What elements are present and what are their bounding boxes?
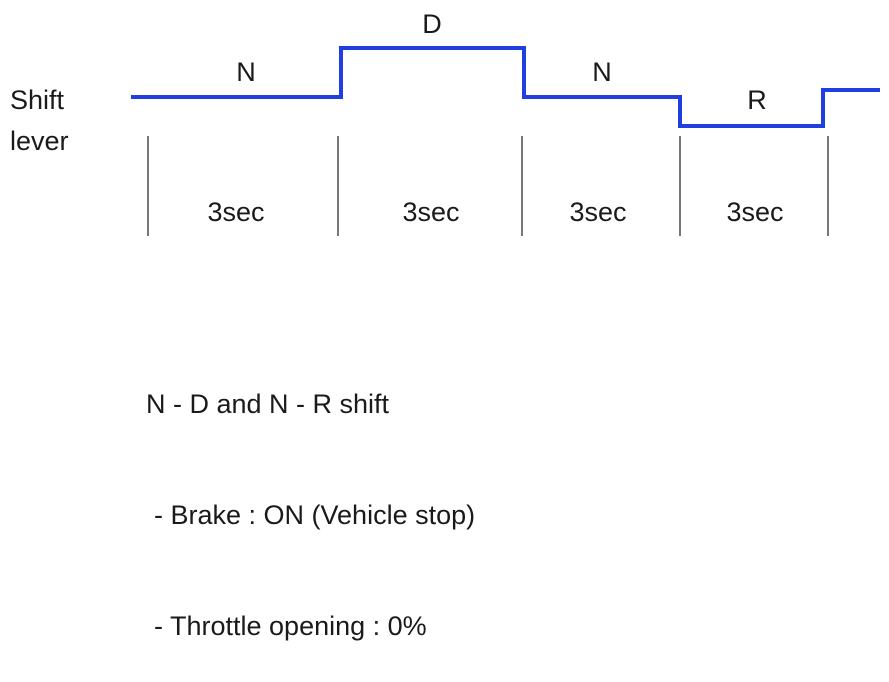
position-label-r: R xyxy=(747,85,767,115)
position-label-n-1: N xyxy=(236,57,256,87)
shift-lever-waveform xyxy=(131,46,880,128)
duration-label-2: 3sec xyxy=(402,197,459,227)
condition-brake: - Brake : ON (Vehicle stop) xyxy=(154,500,476,530)
position-label-n-2: N xyxy=(592,57,612,87)
axis-label-lever: lever xyxy=(10,126,69,156)
conditions-heading: N - D and N - R shift xyxy=(146,389,390,419)
position-label-d: D xyxy=(422,9,442,39)
duration-label-3: 3sec xyxy=(569,197,626,227)
condition-throttle: - Throttle opening : 0% xyxy=(154,611,427,641)
axis-label-shift: Shift xyxy=(10,85,65,115)
shift-timing-diagram: Shift lever N D N R 3sec 3sec 3sec 3sec xyxy=(10,9,880,236)
duration-label-4: 3sec xyxy=(726,197,783,227)
test-conditions: N - D and N - R shift - Brake : ON (Vehi… xyxy=(146,312,475,682)
duration-label-1: 3sec xyxy=(207,197,264,227)
